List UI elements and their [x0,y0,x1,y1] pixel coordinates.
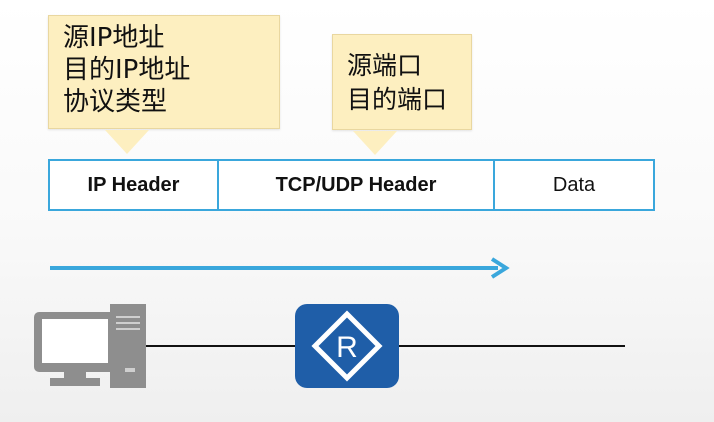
callout-source-ip: 源IP地址 [63,23,165,53]
callout-pointer [353,131,397,155]
router-symbol: R [336,331,358,364]
data-segment: Data [493,161,653,209]
router-icon: R [295,304,399,388]
ip-header-segment: IP Header [87,173,180,196]
callout-source-port: 源端口 [347,51,423,80]
callout-destination-ip: 目的IP地址 [63,55,191,85]
packet-structure: IP Header TCP/UDP Header Data [48,159,655,211]
callout-destination-port: 目的端口 [347,85,448,114]
port-fields-callout: 源端口 目的端口 [332,34,472,155]
callout-protocol-type: 协议类型 [63,87,168,117]
pc-icon [34,304,146,388]
arrow-right-icon [50,257,510,279]
ip-header-fields-callout: 源IP地址 目的IP地址 协议类型 [48,15,280,154]
callout-pointer [105,130,149,154]
tcp-udp-header-segment: TCP/UDP Header [217,161,493,209]
